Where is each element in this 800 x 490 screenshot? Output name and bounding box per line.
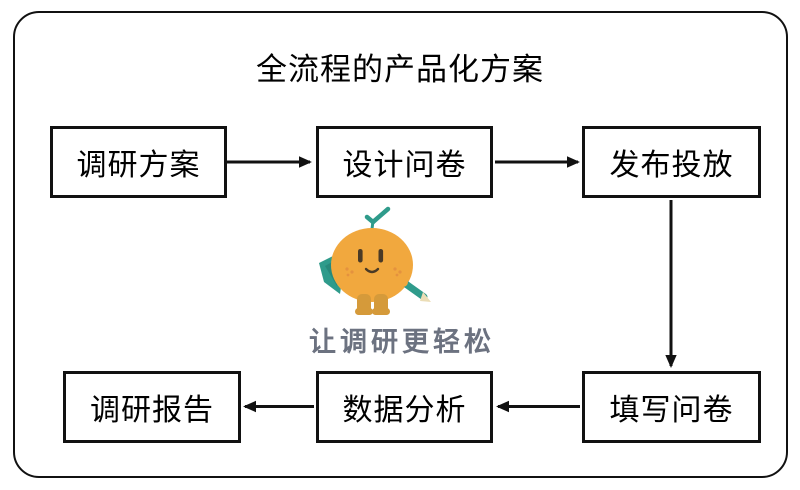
flow-node-research-report: 调研报告 [63, 371, 241, 443]
mascot-orange-character-icon [319, 206, 431, 315]
mascot-sprout [364, 206, 391, 231]
flow-node-research-plan: 调研方案 [50, 126, 227, 198]
diagram-border [13, 11, 788, 478]
flow-node-fill-survey: 填写问卷 [582, 371, 761, 443]
flow-node-design-survey: 设计问卷 [316, 126, 493, 198]
mascot-pencil [398, 277, 431, 302]
diagram-title: 全流程的产品化方案 [256, 52, 544, 87]
mascot-face [345, 249, 402, 277]
flow-node-data-analysis: 数据分析 [316, 371, 493, 443]
mascot-boots [355, 294, 390, 315]
flow-node-publish-distribute: 发布投放 [582, 126, 761, 198]
mascot-tagline: 让调研更轻松 [309, 327, 495, 357]
mascot-body [331, 228, 413, 302]
